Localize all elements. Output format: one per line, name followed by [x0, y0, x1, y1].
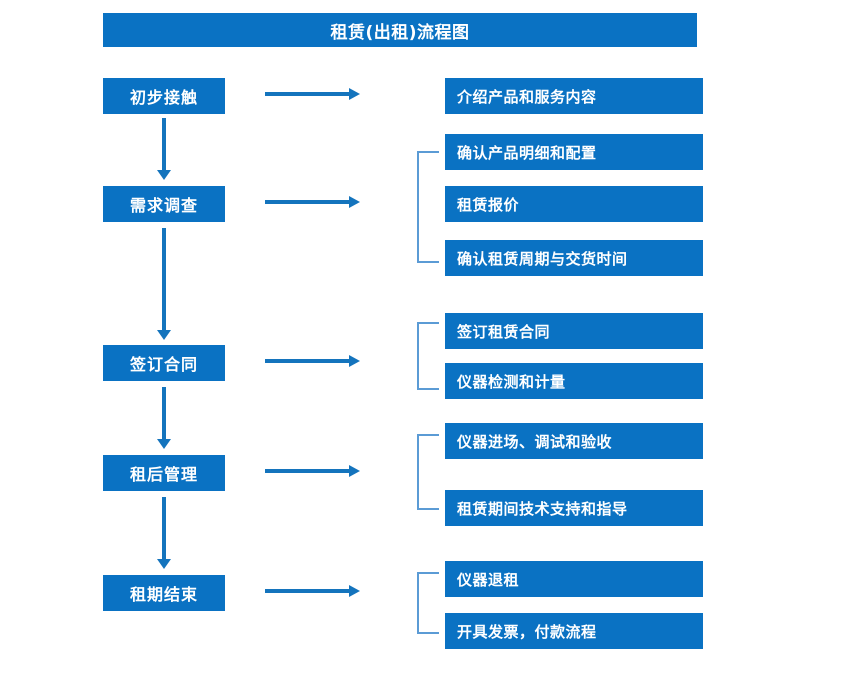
group-bracket-2 — [417, 151, 439, 263]
stage-node-1-label: 初步接触 — [129, 88, 198, 107]
stage-node-2[interactable]: 需求调查 — [103, 186, 225, 222]
detail-node-3[interactable]: 租赁报价 — [445, 186, 703, 222]
horizontal-arrow-5-head — [349, 585, 360, 597]
horizontal-arrow-3-shaft — [265, 359, 349, 363]
detail-node-9-label: 仪器退租 — [457, 570, 520, 589]
vertical-arrow-4-shaft — [162, 497, 166, 559]
stage-node-3-label: 签订合同 — [129, 355, 198, 374]
horizontal-arrow-1 — [265, 88, 360, 100]
group-bracket-3 — [417, 322, 439, 390]
vertical-arrow-4 — [157, 497, 171, 569]
vertical-arrow-3-shaft — [162, 387, 166, 439]
detail-node-4-label: 确认租赁周期与交货时间 — [457, 249, 628, 268]
group-bracket-5 — [417, 572, 439, 634]
stage-node-5[interactable]: 租期结束 — [103, 575, 225, 611]
detail-node-1-label: 介绍产品和服务内容 — [457, 87, 597, 106]
detail-node-10-label: 开具发票，付款流程 — [457, 622, 597, 641]
horizontal-arrow-3-head — [349, 355, 360, 367]
vertical-arrow-4-head — [157, 559, 171, 569]
detail-node-7-label: 仪器进场、调试和验收 — [457, 432, 613, 451]
page-title: 租赁(出租)流程图 — [103, 13, 697, 47]
detail-node-8[interactable]: 租赁期间技术支持和指导 — [445, 490, 703, 526]
detail-node-9[interactable]: 仪器退租 — [445, 561, 703, 597]
detail-node-3-label: 租赁报价 — [457, 195, 520, 214]
horizontal-arrow-4-head — [349, 465, 360, 477]
detail-node-5[interactable]: 签订租赁合同 — [445, 313, 703, 349]
detail-node-6[interactable]: 仪器检测和计量 — [445, 363, 703, 399]
horizontal-arrow-4 — [265, 465, 360, 477]
stage-node-4-label: 租后管理 — [129, 465, 198, 484]
vertical-arrow-3 — [157, 387, 171, 449]
horizontal-arrow-2-head — [349, 196, 360, 208]
detail-node-5-label: 签订租赁合同 — [457, 322, 551, 341]
detail-node-8-label: 租赁期间技术支持和指导 — [457, 499, 628, 518]
vertical-arrow-3-head — [157, 439, 171, 449]
group-bracket-4 — [417, 434, 439, 510]
horizontal-arrow-1-shaft — [265, 92, 349, 96]
stage-node-5-label: 租期结束 — [129, 585, 198, 604]
stage-node-4[interactable]: 租后管理 — [103, 455, 225, 491]
horizontal-arrow-5-shaft — [265, 589, 349, 593]
horizontal-arrow-5 — [265, 585, 360, 597]
horizontal-arrow-2 — [265, 196, 360, 208]
vertical-arrow-1-shaft — [162, 118, 166, 170]
horizontal-arrow-4-shaft — [265, 469, 349, 473]
horizontal-arrow-1-head — [349, 88, 360, 100]
vertical-arrow-1 — [157, 118, 171, 180]
stage-node-2-label: 需求调查 — [129, 196, 198, 215]
stage-node-3[interactable]: 签订合同 — [103, 345, 225, 381]
horizontal-arrow-2-shaft — [265, 200, 349, 204]
detail-node-4[interactable]: 确认租赁周期与交货时间 — [445, 240, 703, 276]
detail-node-7[interactable]: 仪器进场、调试和验收 — [445, 423, 703, 459]
vertical-arrow-1-head — [157, 170, 171, 180]
vertical-arrow-2-shaft — [162, 228, 166, 330]
vertical-arrow-2-head — [157, 330, 171, 340]
horizontal-arrow-3 — [265, 355, 360, 367]
stage-node-1[interactable]: 初步接触 — [103, 78, 225, 114]
detail-node-2-label: 确认产品明细和配置 — [457, 143, 597, 162]
detail-node-10[interactable]: 开具发票，付款流程 — [445, 613, 703, 649]
detail-node-1[interactable]: 介绍产品和服务内容 — [445, 78, 703, 114]
detail-node-6-label: 仪器检测和计量 — [457, 372, 566, 391]
vertical-arrow-2 — [157, 228, 171, 340]
detail-node-2[interactable]: 确认产品明细和配置 — [445, 134, 703, 170]
